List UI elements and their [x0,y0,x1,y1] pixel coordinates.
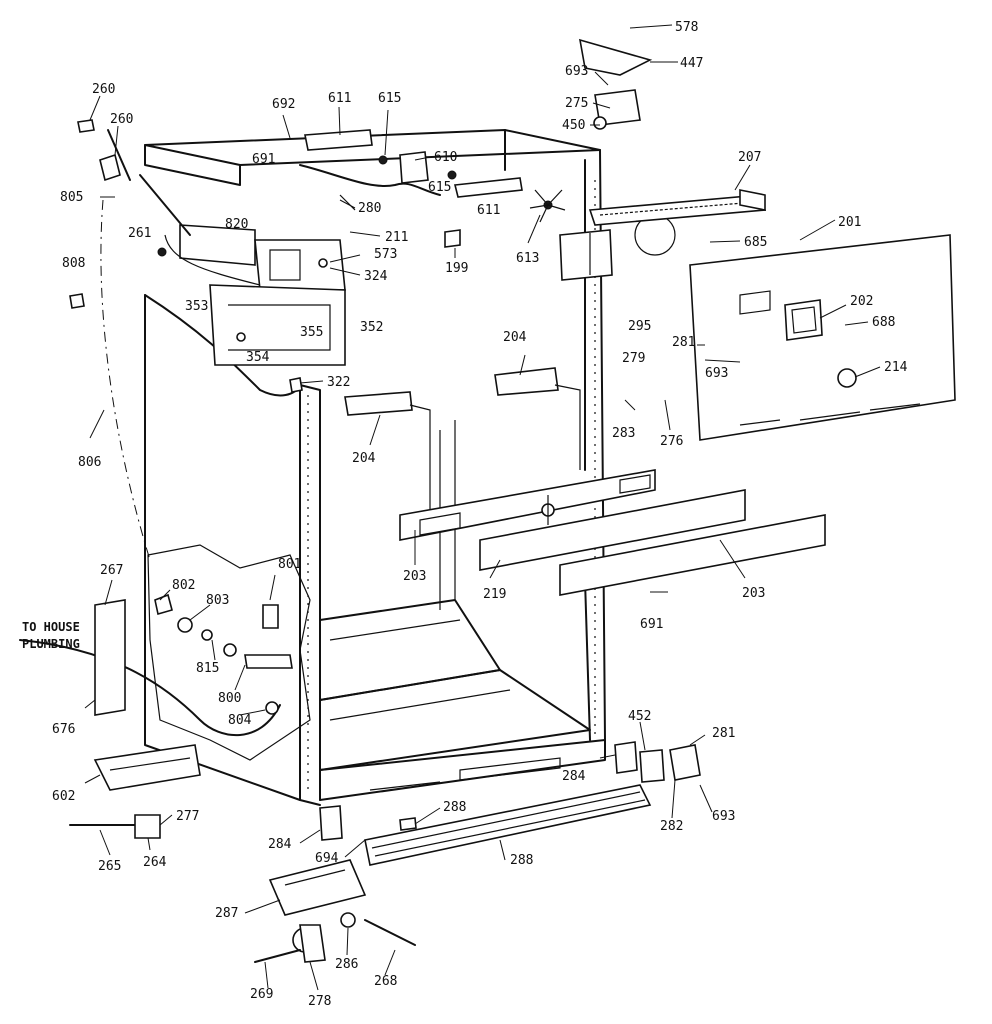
callout-692: 692 [272,97,295,112]
callout-287: 287 [215,906,238,921]
callout-219: 219 [483,587,506,602]
top-hardware [289,38,653,393]
callout-283: 283 [612,426,635,441]
callout-275: 275 [565,96,588,111]
water-line-assembly [19,119,311,761]
callout-578: 578 [675,20,698,35]
callout-691: 691 [252,152,275,167]
callout-355: 355 [300,325,323,340]
callout-688: 688 [872,315,895,330]
callout-452: 452 [628,709,651,724]
callout-284: 284 [562,769,586,784]
callout-labels: 578 447 693 275 450 260 260 692 611 615 … [52,20,908,1009]
callout-615: 615 [428,180,451,195]
callout-815: 815 [196,661,219,676]
callout-573: 573 [374,247,397,262]
callout-280: 280 [358,201,381,216]
callout-693: 693 [705,366,728,381]
callout-207: 207 [738,150,761,165]
callout-261: 261 [128,226,151,241]
callout-203: 203 [403,569,426,584]
callout-284: 284 [268,837,292,852]
callout-214: 214 [884,360,908,375]
callout-201: 201 [838,215,861,230]
callout-264: 264 [143,855,167,870]
callout-447: 447 [680,56,703,71]
callout-613: 613 [516,251,539,266]
callout-282: 282 [660,819,683,834]
fan-blade-icon [529,189,566,223]
callout-804: 804 [228,713,252,728]
ice-maker-assembly [157,224,346,366]
callout-288: 288 [510,853,533,868]
callout-808: 808 [62,256,85,271]
callout-269: 269 [250,987,273,1002]
callout-802: 802 [172,578,195,593]
callout-611: 611 [477,203,500,218]
callout-276: 276 [660,434,683,449]
callout-281: 281 [672,335,695,350]
callout-204: 204 [503,330,527,345]
callout-268: 268 [374,974,397,989]
note-line-2: PLUMBING [22,637,80,651]
callout-281: 281 [712,726,735,741]
callout-202: 202 [850,294,873,309]
base-parts [69,599,701,963]
side-brackets [344,367,581,510]
callout-820: 820 [225,217,248,232]
callout-204: 204 [352,451,376,466]
callout-352: 352 [360,320,383,335]
callout-277: 277 [176,809,199,824]
callout-324: 324 [364,269,388,284]
callout-322: 322 [327,375,350,390]
shelf-rails [399,469,826,596]
callout-260: 260 [92,82,115,97]
callout-203: 203 [742,586,765,601]
callout-685: 685 [744,235,767,250]
callout-295: 295 [628,319,651,334]
callout-286: 286 [335,957,358,972]
callout-602: 602 [52,789,75,804]
leader-lines [84,24,881,991]
callout-801: 801 [278,557,301,572]
callout-211: 211 [385,230,408,245]
callout-615: 615 [378,91,401,106]
callout-693: 693 [565,64,588,79]
callout-279: 279 [622,351,645,366]
callout-288: 288 [443,800,466,815]
callout-199: 199 [445,261,468,276]
callout-694: 694 [315,851,339,866]
callout-676: 676 [52,722,75,737]
callout-611: 611 [328,91,351,106]
callout-691: 691 [640,617,663,632]
callout-800: 800 [218,691,241,706]
callout-267: 267 [100,563,123,578]
callout-450: 450 [562,118,585,133]
callout-610: 610 [434,150,457,165]
control-panel-housing [689,234,956,441]
evaporator-fan-assembly [529,189,767,281]
callout-354: 354 [246,350,270,365]
callout-353: 353 [185,299,208,314]
callout-693: 693 [712,809,735,824]
note-line-1: TO HOUSE [22,620,80,634]
plumbing-note: TO HOUSE PLUMBING [22,620,80,651]
callout-265: 265 [98,859,121,874]
callout-260: 260 [110,112,133,127]
callout-803: 803 [206,593,229,608]
callout-278: 278 [308,994,331,1009]
callout-806: 806 [78,455,101,470]
callout-805: 805 [60,190,83,205]
